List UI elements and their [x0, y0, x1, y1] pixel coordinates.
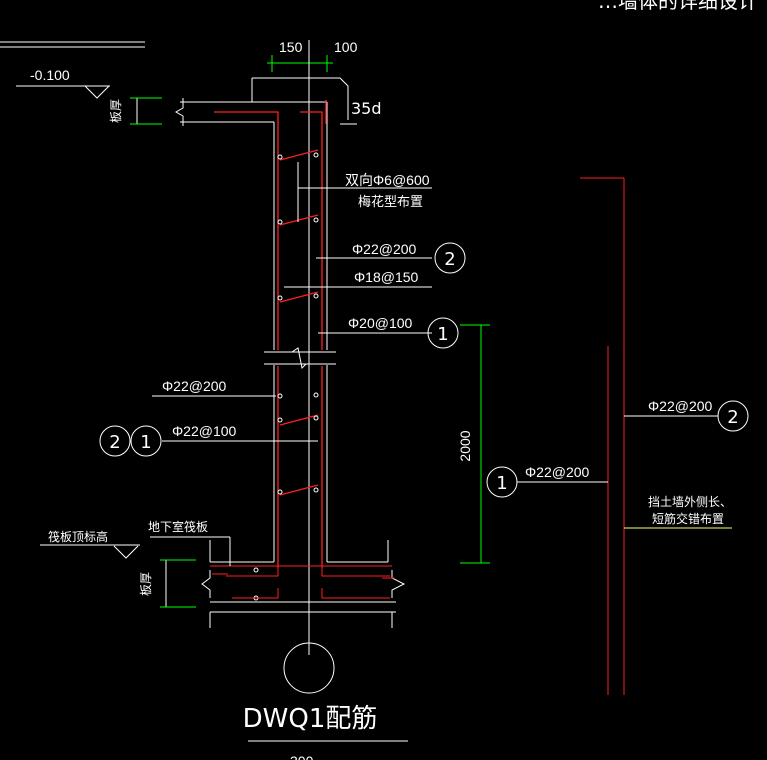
tag-2-right: 2: [727, 407, 738, 428]
wall-note-1: 挡土墙外侧长、: [648, 495, 732, 509]
rebar-dots: [253, 152, 319, 601]
top-slab: [174, 98, 320, 126]
right-wall-elevation: [517, 177, 732, 695]
anchor-35d-label: 35d: [351, 99, 382, 118]
dim-150: 150: [279, 39, 303, 55]
slab-thickness-dim-top: [130, 97, 162, 125]
elevation-marker-bottom: [40, 544, 140, 559]
tie-leaders: [152, 162, 432, 442]
tag-1-top: 1: [437, 324, 448, 345]
bar-22-200-b: Φ22@200: [162, 378, 227, 394]
elevation-marker-top: [16, 85, 110, 99]
wall-rebar: [214, 100, 327, 568]
wall-outline: [273, 101, 328, 562]
bar-22-200-a: Φ22@200: [352, 241, 417, 257]
top-left-double-line: [0, 41, 145, 48]
bar-22-100: Φ22@100: [172, 423, 237, 439]
drawing-title: DWQ1配筋: [243, 704, 378, 734]
top-dimensions: [267, 40, 333, 72]
top-cut-text: …墙体的详细设计: [598, 0, 758, 13]
bar-18-150: Φ18@150: [354, 269, 419, 285]
raft-foundation: [201, 540, 406, 628]
raft-top-elev-label: 筏板顶标高: [48, 529, 108, 544]
tag-2-left: 2: [109, 432, 120, 453]
hook-35d: [251, 77, 357, 125]
bar-22-200-c: Φ22@200: [525, 464, 590, 480]
tag-1-right: 1: [496, 473, 507, 494]
tag-2-top: 2: [444, 249, 455, 270]
slab-thickness-label-top: 板厚: [109, 99, 123, 123]
elevation-top-label: -0.100: [30, 67, 70, 83]
tie-bars-note: 梅花型布置: [358, 194, 423, 210]
tag-circles: [99, 242, 749, 498]
bar-20-100: Φ20@100: [348, 315, 413, 331]
section-circle: [283, 642, 335, 694]
scale-partial: 300: [290, 753, 314, 760]
slab-thickness-label-bottom: 板厚: [139, 572, 153, 596]
wall-break-mark: [264, 347, 336, 370]
wall-note-2: 短筋交错布置: [652, 511, 724, 526]
slab-thickness-dim-bottom: [160, 559, 196, 608]
tie-bars-label: 双向Φ6@600: [345, 172, 430, 188]
basement-raft-leader: [150, 536, 231, 566]
basement-raft-label: 地下室筏板: [148, 519, 208, 534]
tag-1-left: 1: [140, 432, 151, 453]
dim-2000-line: [460, 324, 490, 564]
dim-100: 100: [334, 39, 358, 55]
bar-22-200-d: Φ22@200: [648, 398, 713, 414]
dim-2000: 2000: [457, 430, 473, 461]
